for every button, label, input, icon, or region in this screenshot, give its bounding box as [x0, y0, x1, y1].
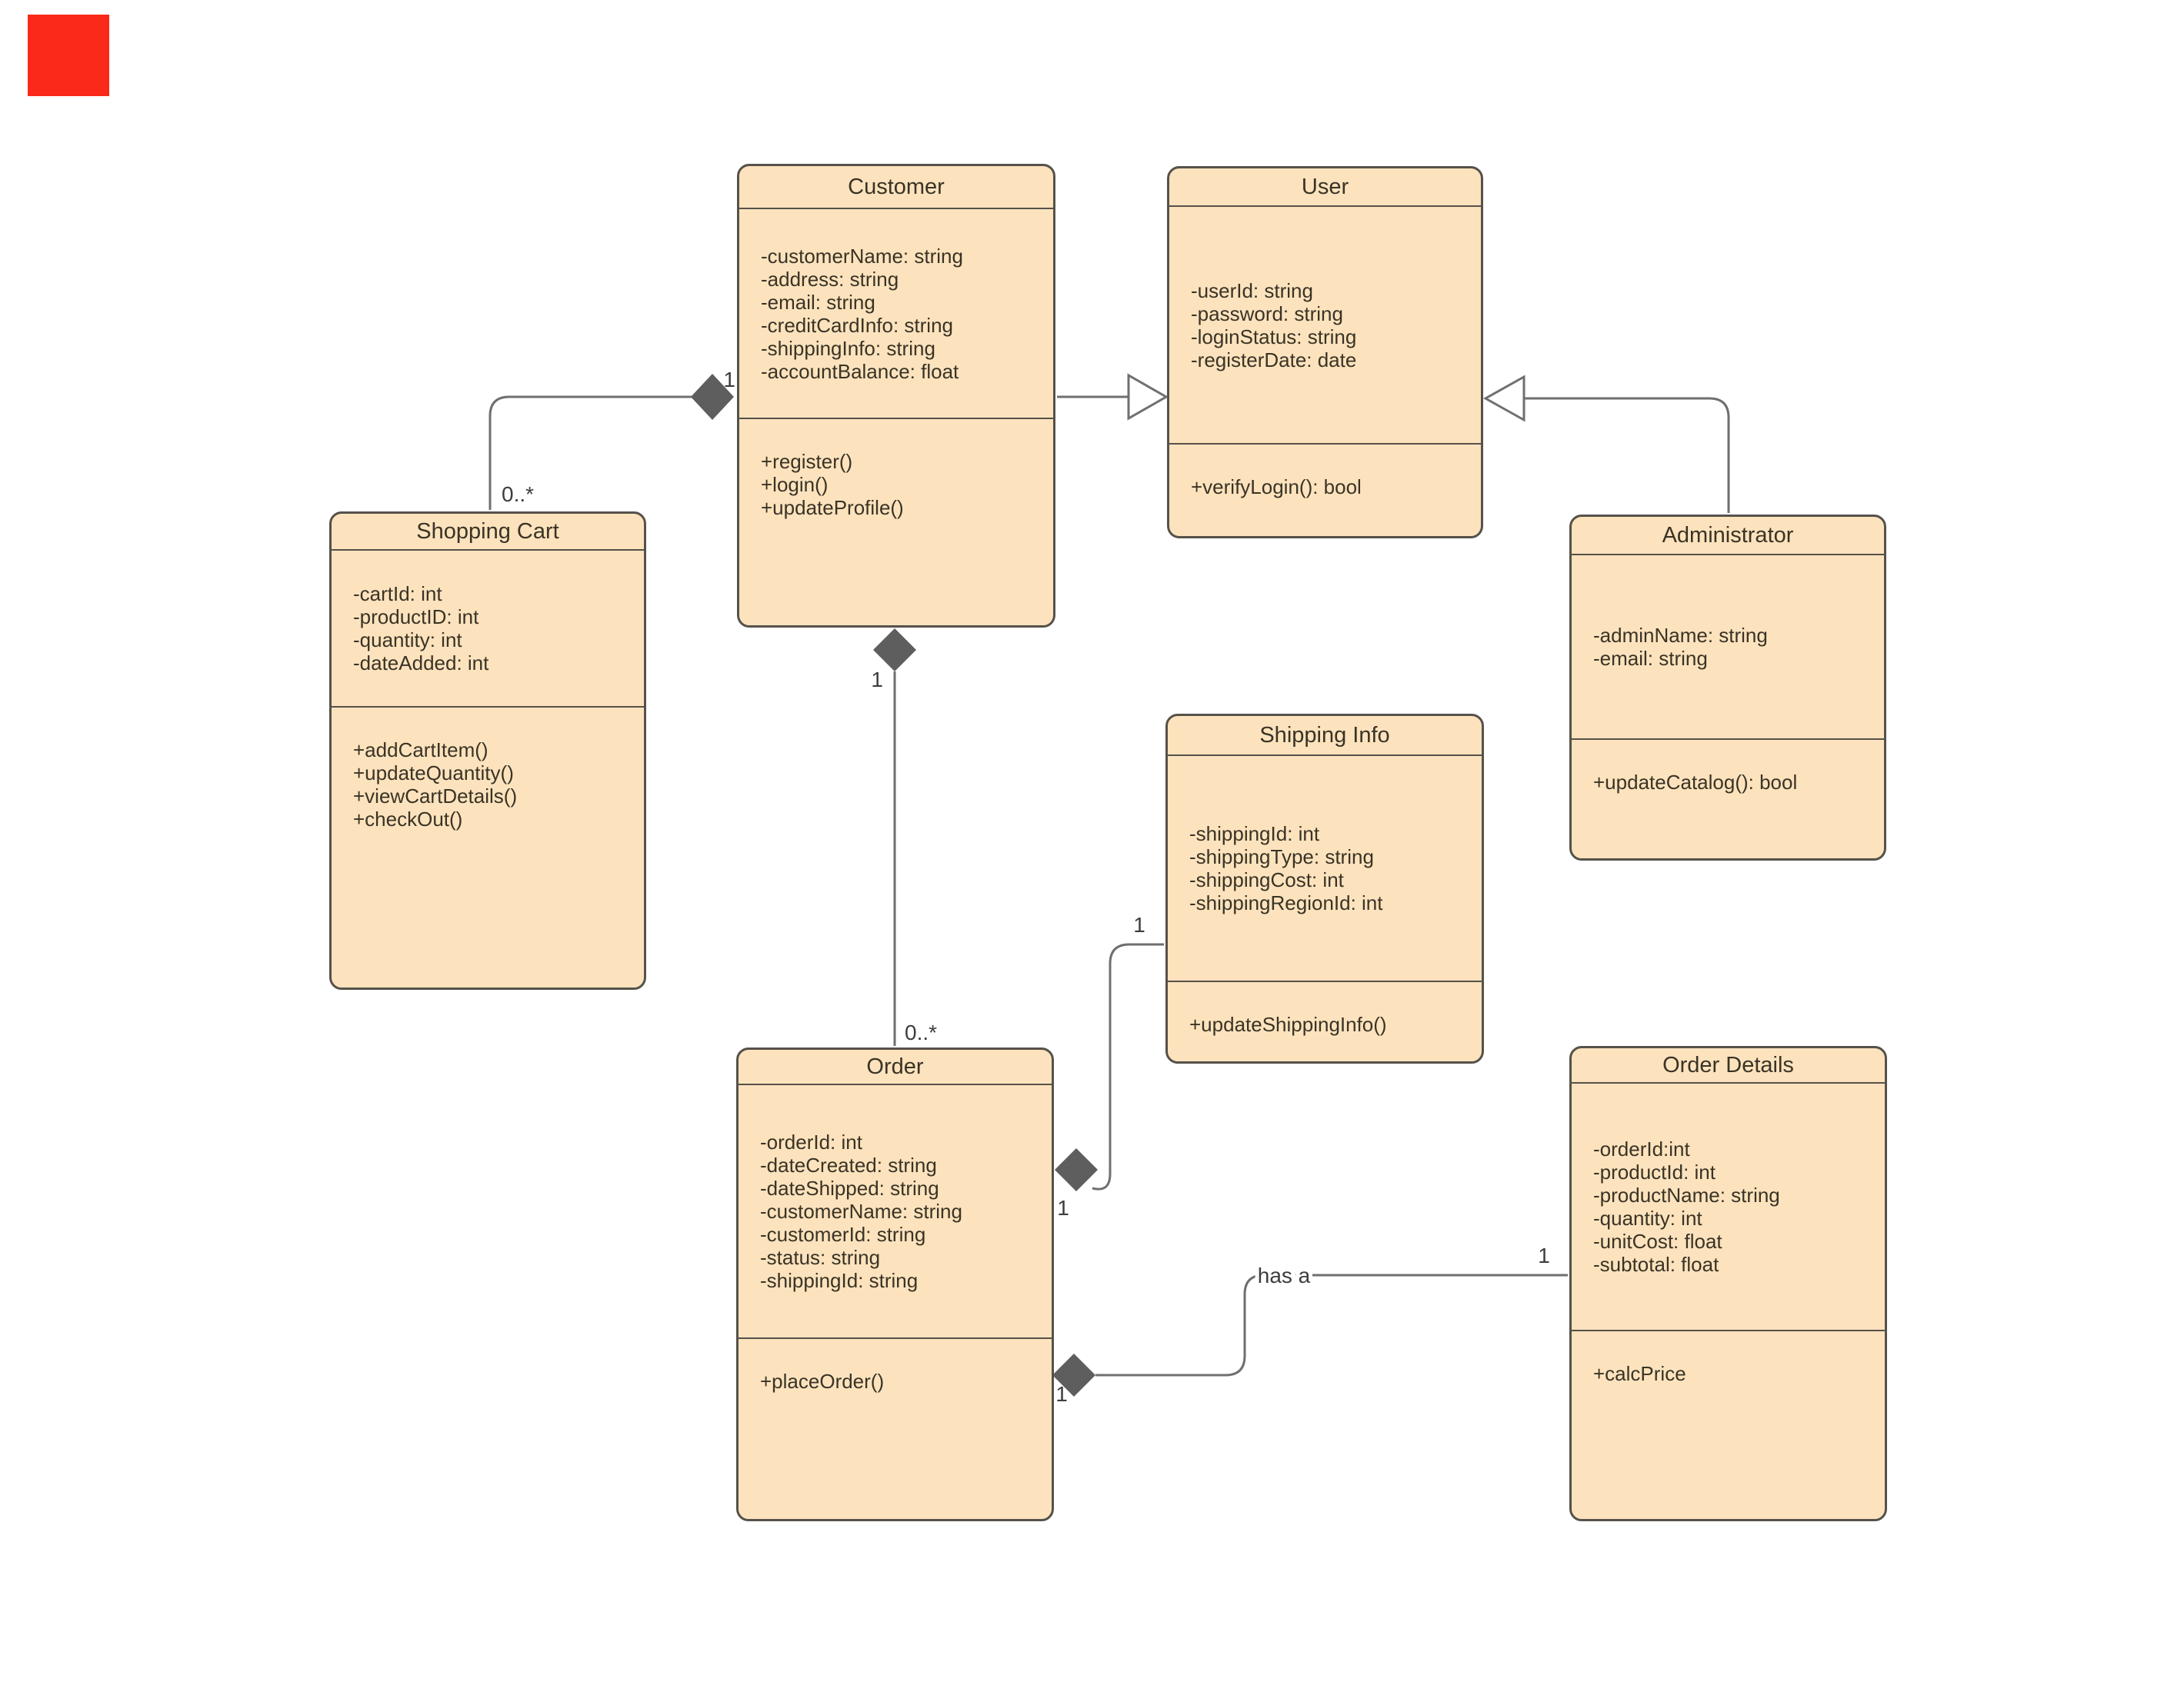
class-box-order-details[interactable]: Order Details -orderId:int-productId: in… — [1569, 1046, 1887, 1521]
member-line: -orderId:int — [1593, 1137, 1690, 1161]
class-box-user[interactable]: User -userId: string-password: string-lo… — [1167, 166, 1483, 538]
relationship-label: has a — [1258, 1264, 1311, 1287]
class-attributes: -customerName: string-address: string-em… — [739, 209, 1053, 419]
member-line: -status: string — [760, 1246, 881, 1269]
composition-diamond-customer-order — [873, 628, 916, 671]
member-line: +updateProfile() — [761, 496, 904, 519]
member-line: -registerDate: date — [1191, 348, 1357, 371]
member-line: -productID: int — [353, 605, 479, 628]
class-methods: +updateShippingInfo() — [1168, 982, 1482, 1061]
member-line: -dateAdded: int — [353, 651, 489, 674]
connector-order-orderdetails — [1095, 1274, 1568, 1377]
class-methods: +calcPrice — [1572, 1331, 1885, 1519]
class-methods: +addCartItem()+updateQuantity()+viewCart… — [332, 708, 644, 988]
class-attributes: -adminName: string-email: string — [1572, 555, 1884, 740]
member-line: +checkOut() — [353, 808, 463, 831]
member-line: +updateShippingInfo() — [1189, 1013, 1387, 1036]
class-box-shopping-cart[interactable]: Shopping Cart -cartId: int-productID: in… — [329, 511, 646, 990]
class-title: Order Details — [1572, 1048, 1885, 1084]
member-line: -creditCardInfo: string — [761, 313, 953, 337]
multiplicity-label: 1 — [1133, 913, 1145, 937]
member-line: -productName: string — [1593, 1184, 1780, 1207]
class-title: Administrator — [1572, 517, 1884, 555]
member-line: -userId: string — [1191, 278, 1313, 302]
member-line: -adminName: string — [1593, 624, 1768, 647]
class-box-order[interactable]: Order -orderId: int-dateCreated: string-… — [736, 1048, 1054, 1521]
member-line: -shippingId: int — [1189, 822, 1320, 845]
class-title: Shopping Cart — [332, 514, 644, 551]
composition-diamond-order-shippinginfo — [1055, 1148, 1098, 1191]
class-methods: +register()+login()+updateProfile() — [739, 419, 1053, 625]
class-attributes: -userId: string-password: string-loginSt… — [1169, 207, 1481, 445]
red-marker — [28, 15, 109, 96]
member-line: +login() — [761, 473, 829, 496]
multiplicity-label: 1 — [1538, 1244, 1550, 1267]
multiplicity-label: 1 — [1055, 1382, 1068, 1406]
member-line: +placeOrder() — [760, 1370, 885, 1393]
multiplicity-label: 1 — [723, 368, 735, 391]
member-line: -loginStatus: string — [1191, 325, 1357, 348]
member-line: -password: string — [1191, 301, 1343, 325]
class-title: Customer — [739, 166, 1053, 209]
member-line: -shippingInfo: string — [761, 336, 935, 360]
class-box-customer[interactable]: Customer -customerName: string-address: … — [737, 164, 1055, 628]
composition-diamond-order-orderdetails — [1052, 1354, 1095, 1397]
member-line: -cartId: int — [353, 582, 442, 605]
member-line: +addCartItem() — [353, 738, 488, 761]
composition-diamond-customer-shoppingcart — [691, 374, 734, 420]
member-line: -productId: int — [1593, 1161, 1716, 1184]
generalization-arrow-user-right — [1482, 375, 1525, 422]
member-line: -customerName: string — [760, 1200, 962, 1223]
class-methods: +placeOrder() — [739, 1339, 1052, 1519]
class-box-administrator[interactable]: Administrator -adminName: string-email: … — [1569, 515, 1886, 861]
member-line: -customerName: string — [761, 244, 963, 268]
member-line: +calcPrice — [1593, 1362, 1686, 1385]
member-line: -dateShipped: string — [760, 1177, 939, 1200]
member-line: -subtotal: float — [1593, 1253, 1719, 1276]
class-attributes: -shippingId: int-shippingType: string-sh… — [1168, 756, 1482, 982]
member-line: +viewCartDetails() — [353, 784, 518, 808]
member-line: -email: string — [761, 290, 875, 314]
class-attributes: -orderId:int-productId: int-productName:… — [1572, 1084, 1885, 1331]
multiplicity-label: 1 — [871, 668, 883, 691]
class-title: Order — [739, 1050, 1052, 1085]
connector-order-shippinginfo — [1092, 943, 1164, 1191]
multiplicity-label: 0..* — [905, 1021, 937, 1044]
member-line: -quantity: int — [353, 628, 462, 651]
class-methods: +verifyLogin(): bool — [1169, 445, 1481, 536]
member-line: -email: string — [1593, 647, 1708, 670]
class-box-shipping-info[interactable]: Shipping Info -shippingId: int-shippingT… — [1165, 714, 1484, 1064]
member-line: -shippingId: string — [760, 1269, 919, 1292]
class-title: User — [1169, 168, 1481, 207]
member-line: -shippingRegionId: int — [1189, 891, 1383, 914]
multiplicity-label: 1 — [1057, 1196, 1069, 1220]
connector-administrator-user — [1524, 397, 1730, 513]
member-line: -customerId: string — [760, 1223, 926, 1246]
member-line: +verifyLogin(): bool — [1191, 475, 1362, 498]
class-title: Shipping Info — [1168, 716, 1482, 756]
member-line: +updateCatalog(): bool — [1593, 771, 1798, 794]
connector-customer-shoppingcart — [488, 395, 692, 510]
member-line: -quantity: int — [1593, 1207, 1702, 1230]
member-line: -shippingType: string — [1189, 845, 1374, 868]
class-attributes: -cartId: int-productID: int-quantity: in… — [332, 551, 644, 708]
member-line: -unitCost: float — [1593, 1230, 1722, 1253]
member-line: -accountBalance: float — [761, 359, 959, 383]
class-attributes: -orderId: int-dateCreated: string-dateSh… — [739, 1085, 1052, 1339]
member-line: -dateCreated: string — [760, 1154, 937, 1177]
member-line: -orderId: int — [760, 1131, 862, 1154]
class-methods: +updateCatalog(): bool — [1572, 740, 1884, 858]
member-line: -address: string — [761, 267, 899, 291]
member-line: -shippingCost: int — [1189, 868, 1344, 891]
member-line: +register() — [761, 450, 853, 473]
multiplicity-label: 0..* — [502, 482, 534, 506]
member-line: +updateQuantity() — [353, 761, 514, 784]
generalization-arrow-user-left — [1127, 373, 1169, 421]
